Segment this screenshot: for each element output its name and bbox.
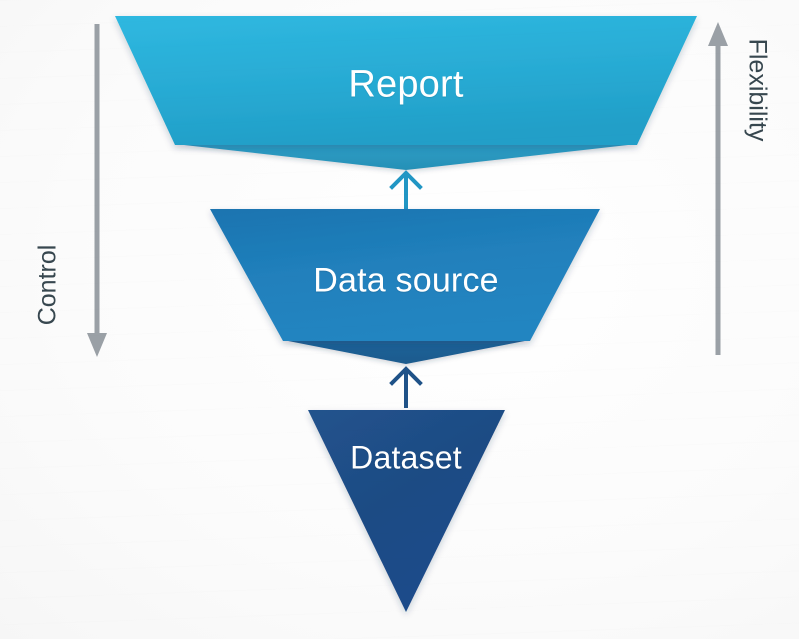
stage-data-source[interactable] [210, 209, 600, 364]
stage-dataset-label: Dataset [350, 439, 462, 476]
stage-report-fold [175, 144, 637, 170]
stage-dataset-body [308, 410, 505, 612]
stage-report-label: Report [348, 63, 464, 106]
connector-datasource-to-report-icon [389, 170, 423, 209]
stage-data-source-fold [283, 340, 530, 364]
flexibility-axis-arrow [708, 22, 728, 355]
stage-data-source-label: Data source [313, 261, 499, 300]
control-axis-label: Control [33, 244, 62, 326]
stage-report[interactable] [115, 16, 697, 170]
stage-dataset[interactable] [308, 410, 505, 612]
flexibility-axis-label: Flexibility [743, 38, 772, 142]
stage-data-source-body [210, 209, 600, 341]
stage-report-body [115, 16, 697, 145]
connector-dataset-to-datasource-icon [389, 366, 423, 408]
control-axis-arrow [87, 24, 107, 357]
